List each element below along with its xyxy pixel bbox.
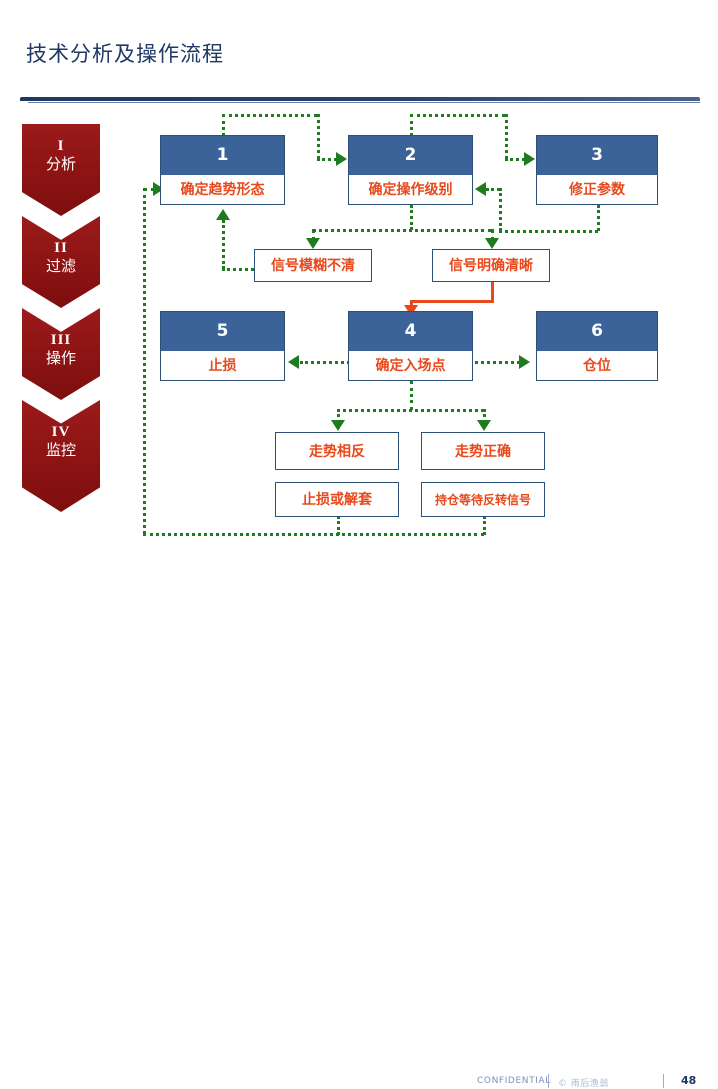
connector-c1-down-to-c2 [317,114,320,159]
arrow-into-card6 [519,355,530,369]
phase-chevron-4[interactable]: IV 监控 [22,400,100,512]
phase-roman-3: III [50,332,72,348]
connector-c3-down [597,205,600,231]
outcome-box-stop-loss[interactable]: 止损或解套 [275,482,399,517]
connector-c4-split [337,409,484,412]
card-5-number: 5 [161,312,284,351]
card-5-label: 止损 [208,358,237,374]
filter-box-clear[interactable]: 信号明确清晰 [432,249,550,282]
phase-chevron-1[interactable]: I 分析 [22,124,100,216]
arrow-into-outcome-right [477,420,491,431]
arrow-into-filter-right [485,238,499,249]
connector-to-filter-left [312,229,315,241]
connector-c3-into-c2-right [486,188,500,191]
connector-outcome-right-down [483,516,486,535]
connector-c3-back-across [499,230,598,233]
page-title: 技术分析及操作流程 [26,42,224,66]
outcome-box-trend-opposite[interactable]: 走势相反 [275,432,399,470]
card-1[interactable]: 1 确定趋势形态 [160,135,285,205]
footer-separator-1 [548,1074,549,1088]
title-divider [20,97,700,106]
card-3-label: 修正参数 [569,182,625,198]
connector-c2-bottom [410,205,413,230]
card-6-label: 仓位 [583,358,611,374]
card-4[interactable]: 4 确定入场点 [348,311,473,381]
connector-to-outcome-right [483,409,486,423]
orange-connector-into-card4 [410,300,413,308]
phase-chevron-3[interactable]: III 操作 [22,308,100,400]
slide-canvas: 技术分析及操作流程 I 分析 II 过滤 III 操作 IV 监控 [0,42,718,1089]
copyright-label: © 雨后渔翁 [558,1079,609,1089]
orange-connector-across [410,300,494,303]
card-2-label: 确定操作级别 [368,182,453,198]
connector-left-rail-up [143,188,146,534]
connector-c1-top-across [222,114,317,117]
connector-outcome-left-down [337,516,340,535]
page-number: 48 [681,1074,697,1087]
card-6[interactable]: 6 仓位 [536,311,658,381]
connector-c1-up [222,114,225,136]
card-3-number: 3 [537,136,657,175]
card-4-number: 4 [349,312,472,351]
card-1-number: 1 [161,136,284,175]
card-2-number: 2 [349,136,472,175]
connector-c2-up [410,114,413,136]
arrow-into-card1-left [153,182,164,196]
connector-c4-to-c5 [300,361,350,364]
arrow-into-outcome-left [331,420,345,431]
phase-label-4: 监控 [45,441,76,459]
card-6-number: 6 [537,312,657,351]
connector-c1-into-c2 [317,158,337,161]
phase-roman-1: I [57,138,65,154]
outcome-box-hold-wait[interactable]: 持仓等待反转信号 [421,482,545,517]
arrow-into-card4 [404,305,418,316]
phase-roman-4: IV [51,424,71,440]
connector-c4-bottom [410,381,413,410]
divider-thick-bar [20,97,700,101]
divider-thin-bar [28,102,700,103]
phase-chevron-2[interactable]: II 过滤 [22,216,100,308]
connector-filter-left-out [222,268,254,271]
phase-roman-2: II [54,240,68,256]
arrow-into-card5 [288,355,299,369]
card-2[interactable]: 2 确定操作级别 [348,135,473,205]
card-5[interactable]: 5 止损 [160,311,285,381]
card-4-label: 确定入场点 [375,358,446,374]
connector-rail-into-card1 [143,188,155,191]
connector-to-outcome-left [337,409,340,423]
confidential-label: CONFIDENTIAL [477,1076,551,1086]
connector-c3-back-up [499,188,502,231]
connector-bottom-rail [143,533,484,536]
outcome-box-trend-correct[interactable]: 走势正确 [421,432,545,470]
connector-to-filter-right [491,229,494,241]
connector-c2-split [312,229,492,232]
arrow-into-filter-left [306,238,320,249]
connector-filter-left-up [222,220,225,269]
phase-label-1: 分析 [45,155,76,173]
phase-label-2: 过滤 [45,257,76,275]
filter-box-unclear[interactable]: 信号模糊不清 [254,249,372,282]
arrow-back-into-card2 [475,182,486,196]
connector-c2-top-across [410,114,505,117]
arrow-into-card1-bottom [216,209,230,220]
arrow-into-card3 [524,152,535,166]
connector-c2-into-c3 [505,158,525,161]
card-1-label: 确定趋势形态 [180,182,265,198]
footer-separator-2 [663,1074,664,1088]
connector-c2-down-to-c3 [505,114,508,159]
card-3[interactable]: 3 修正参数 [536,135,658,205]
footer: CONFIDENTIAL © 雨后渔翁 48 [0,536,718,1089]
connector-c4-to-c6 [470,361,520,364]
orange-connector-down [491,281,494,303]
arrow-into-card2 [336,152,347,166]
phase-label-3: 操作 [45,349,76,367]
